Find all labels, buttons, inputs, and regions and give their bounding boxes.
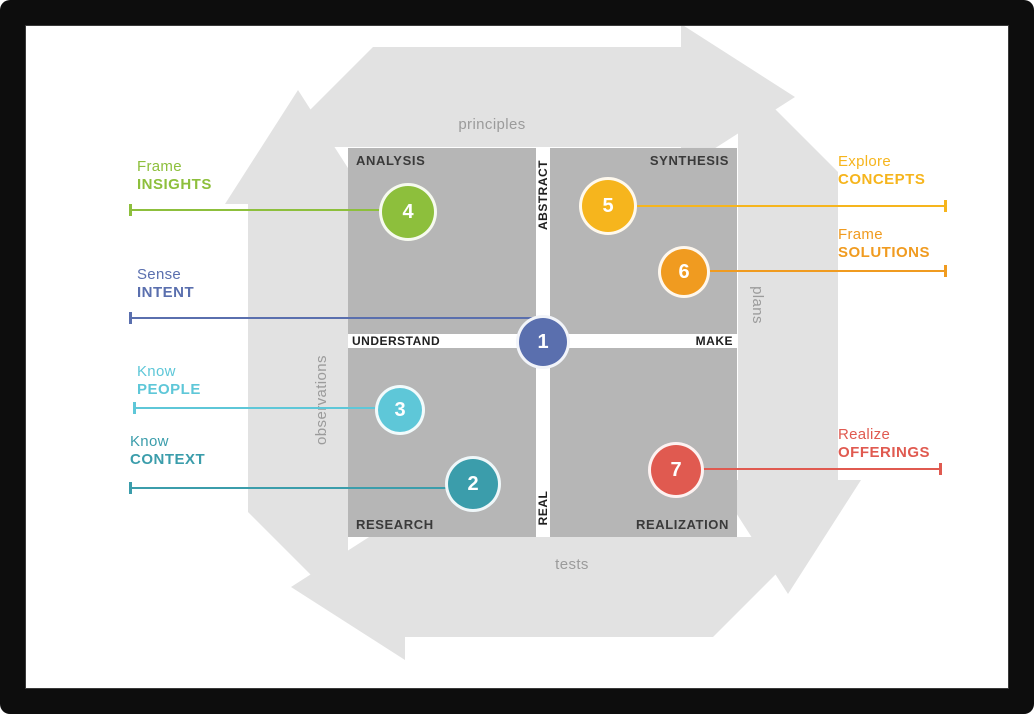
axis-make: MAKE <box>695 334 733 348</box>
quadrant-grid: ANALYSIS SYNTHESIS RESEARCH REALIZATION <box>348 148 737 537</box>
quadrant-synthesis-label: SYNTHESIS <box>649 153 729 168</box>
label-know-people-line1: Know <box>137 363 176 380</box>
axis-understand: UNDERSTAND <box>352 334 441 348</box>
label-know-context: Know CONTEXT <box>130 433 205 469</box>
node-3-know-people: 3 <box>375 385 425 435</box>
label-realize-offerings: Realize OFFERINGS <box>838 426 930 462</box>
label-realize-offerings-line2: OFFERINGS <box>838 444 931 461</box>
connector-frame-solutions <box>684 270 946 272</box>
label-frame-insights-line1: Frame <box>137 158 182 175</box>
label-frame-solutions: Frame SOLUTIONS <box>838 226 930 262</box>
axis-abstract: ABSTRACT <box>536 160 550 230</box>
connector-realize-offerings <box>676 468 941 470</box>
node-5-number: 5 <box>602 194 614 217</box>
outer-label-principles: principles <box>458 116 526 133</box>
connector-sense-intent <box>130 317 534 319</box>
tick-frame-solutions <box>944 265 947 277</box>
label-know-context-line1: Know <box>130 433 169 450</box>
label-frame-insights: Frame INSIGHTS <box>137 158 212 194</box>
node-2-number: 2 <box>467 472 479 495</box>
outer-label-tests: tests <box>555 556 589 573</box>
label-know-people: Know PEOPLE <box>137 363 201 399</box>
node-6-frame-solutions: 6 <box>658 246 710 298</box>
node-5-explore-concepts: 5 <box>579 177 637 235</box>
connector-know-context <box>130 487 473 489</box>
quadrant-research-label: RESEARCH <box>356 517 434 532</box>
process-cycle-arrows-background <box>225 26 861 660</box>
label-sense-intent-line2: INTENT <box>137 284 195 301</box>
label-sense-intent-line1: Sense <box>137 266 182 283</box>
quadrant-realization-label: REALIZATION <box>635 517 729 532</box>
node-6-number: 6 <box>678 260 690 283</box>
outer-label-plans: plans <box>749 286 766 324</box>
tick-frame-insights <box>129 204 132 216</box>
quadrant-realization: REALIZATION <box>550 348 737 537</box>
connector-know-people <box>134 407 400 409</box>
node-3-number: 3 <box>394 398 406 421</box>
tick-realize-offerings <box>939 463 942 475</box>
label-frame-insights-line2: INSIGHTS <box>137 176 212 193</box>
tick-explore-concepts <box>944 200 947 212</box>
node-1-sense-intent: 1 <box>516 315 570 369</box>
node-1-number: 1 <box>537 330 549 353</box>
quadrant-synthesis: SYNTHESIS <box>550 148 737 334</box>
node-4-number: 4 <box>402 200 414 223</box>
cycle-arrow-right <box>715 72 861 594</box>
quadrant-analysis: ANALYSIS <box>348 148 536 334</box>
axis-real: REAL <box>536 490 550 526</box>
label-frame-solutions-line2: SOLUTIONS <box>838 244 931 261</box>
label-explore-concepts-line1: Explore <box>838 153 891 170</box>
label-explore-concepts-line2: CONCEPTS <box>838 171 926 188</box>
label-realize-offerings-line1: Realize <box>838 426 891 443</box>
tick-know-context <box>129 482 132 494</box>
connector-explore-concepts <box>608 205 946 207</box>
node-7-number: 7 <box>670 458 682 481</box>
connector-frame-insights <box>130 209 408 211</box>
tick-sense-intent <box>129 312 132 324</box>
cycle-arrow-top <box>273 26 795 170</box>
quadrant-research: RESEARCH <box>348 348 536 537</box>
label-know-people-line2: PEOPLE <box>137 381 201 398</box>
outer-label-observations: observations <box>313 355 330 445</box>
label-explore-concepts: Explore CONCEPTS <box>838 153 925 189</box>
label-know-context-line2: CONTEXT <box>130 451 206 468</box>
label-sense-intent: Sense INTENT <box>137 266 194 302</box>
label-frame-solutions-line1: Frame <box>838 226 883 243</box>
node-4-frame-insights: 4 <box>379 183 437 241</box>
cycle-arrow-left <box>225 90 371 612</box>
quadrant-analysis-label: ANALYSIS <box>356 153 426 168</box>
diagram-canvas: principles plans tests observations ANAL… <box>26 26 1008 688</box>
node-2-know-context: 2 <box>445 456 501 512</box>
tick-know-people <box>133 402 136 414</box>
node-7-realize-offerings: 7 <box>648 442 704 498</box>
cycle-arrow-bottom <box>291 514 813 660</box>
